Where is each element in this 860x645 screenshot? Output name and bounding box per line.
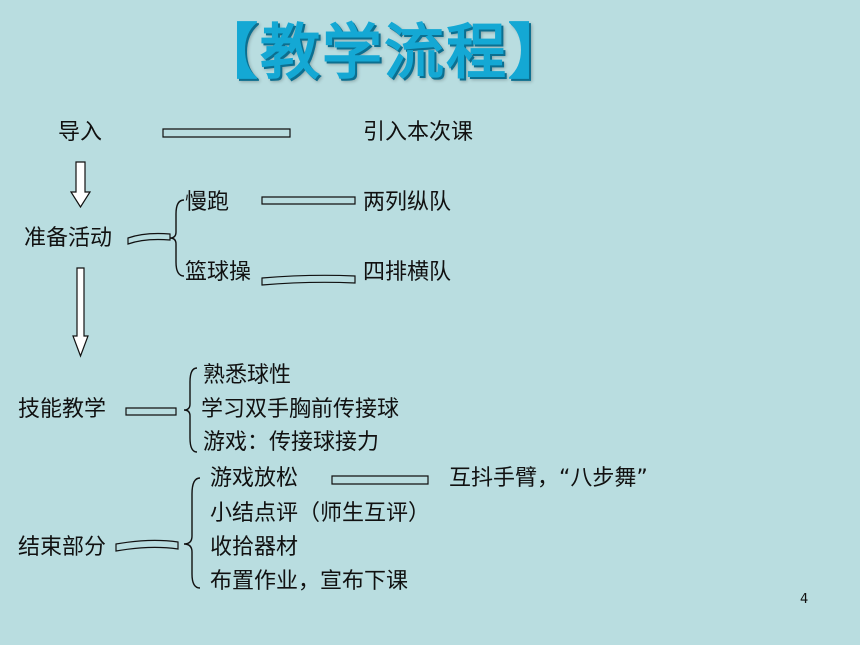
warmup-item-drill: 篮球操	[185, 260, 252, 285]
stage-warmup-label: 准备活动	[24, 226, 113, 251]
ending-item: 收拾器材	[210, 535, 299, 560]
connector-skills	[125, 407, 177, 416]
connector-relax	[331, 475, 429, 485]
brace-ending	[183, 477, 201, 589]
skills-item: 游戏：传接球接力	[203, 430, 380, 455]
warmup-item-jog: 慢跑	[185, 190, 230, 215]
warmup-note-drill: 四排横队	[363, 260, 452, 285]
connector-drill	[261, 274, 356, 286]
brace-skills	[183, 367, 198, 453]
page-number: 4	[800, 592, 809, 607]
connector-ending	[115, 539, 179, 552]
skills-item: 熟悉球性	[203, 363, 292, 388]
connector-jog	[261, 196, 356, 205]
page-title: 【教学流程】	[198, 18, 570, 88]
skills-item: 学习双手胸前传接球	[201, 397, 400, 422]
brace-warmup	[169, 199, 185, 277]
arrow-warmup-skills	[72, 267, 89, 358]
ending-item: 布置作业，宣布下课	[210, 569, 409, 594]
ending-item: 小结点评（师生互评）	[210, 501, 431, 526]
stage-intro-note: 引入本次课	[363, 120, 474, 145]
stage-intro-label: 导入	[58, 120, 103, 145]
stage-ending-label: 结束部分	[18, 535, 107, 560]
connector-intro	[162, 128, 291, 138]
warmup-note-jog: 两列纵队	[363, 190, 452, 215]
stage-skills-label: 技能教学	[18, 397, 107, 422]
ending-item: 游戏放松	[210, 466, 299, 491]
ending-note-relax: 互抖手臂，“八步舞”	[449, 466, 648, 491]
arrow-intro-warmup	[69, 161, 92, 209]
connector-warmup	[127, 232, 171, 245]
